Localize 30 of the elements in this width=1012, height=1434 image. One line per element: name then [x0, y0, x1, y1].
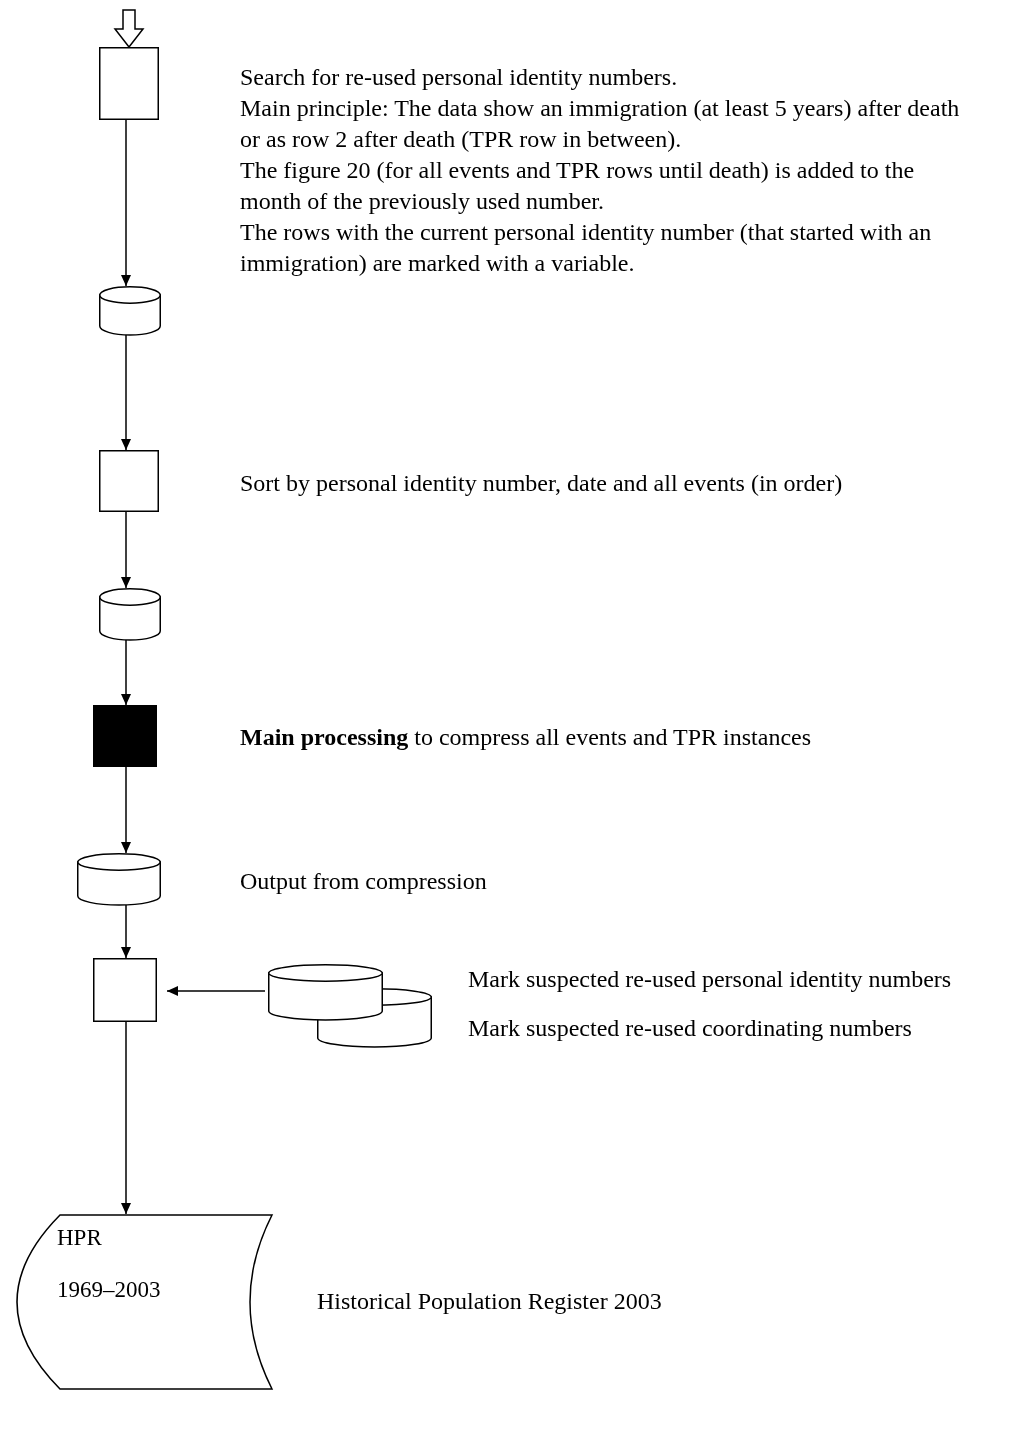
arrow — [121, 119, 131, 287]
database-cylinder — [268, 964, 383, 1020]
arrow — [121, 1021, 131, 1215]
process-box — [99, 450, 159, 512]
description-text: Search for re-used personal identity numbers. — [240, 63, 679, 92]
description-text: Historical Population Register 2003 — [317, 1287, 663, 1316]
description-text: Mark suspected re-used coordinating numbers — [468, 1014, 913, 1043]
description-text: The figure 20 (for all events and TPR rows until death) is added to the month of the previously used number. — [240, 156, 916, 216]
database-cylinder — [77, 853, 161, 905]
description-text: Sort by personal identity number, date and all events (in order) — [240, 469, 844, 498]
arrow — [121, 904, 131, 959]
description-text: Output from compression — [240, 867, 488, 896]
arrow — [121, 766, 131, 854]
process-box — [99, 47, 159, 120]
arrow — [121, 639, 131, 706]
database-cylinder — [99, 286, 161, 335]
arrow — [166, 986, 266, 996]
process-box — [93, 958, 157, 1022]
node-label: HPR — [57, 1224, 102, 1252]
arrow — [121, 334, 131, 451]
description-text: The rows with the current personal identity number (that started with an immigration) are marked with a variable. — [240, 218, 933, 278]
node-label: 1969–2003 — [57, 1276, 161, 1304]
arrow — [121, 511, 131, 589]
block-arrow — [113, 9, 145, 49]
stored-data-shape — [17, 1214, 272, 1390]
description-text: Mark suspected re-used personal identity numbers — [468, 965, 953, 994]
description-text: Main principle: The data show an immigration (at least 5 years) after death or as row 2 after death (TPR row in between). — [240, 94, 961, 154]
database-cylinder — [99, 588, 161, 640]
description-text: Main processing to compress all events and TPR instances — [240, 723, 813, 752]
process-box — [93, 705, 157, 767]
